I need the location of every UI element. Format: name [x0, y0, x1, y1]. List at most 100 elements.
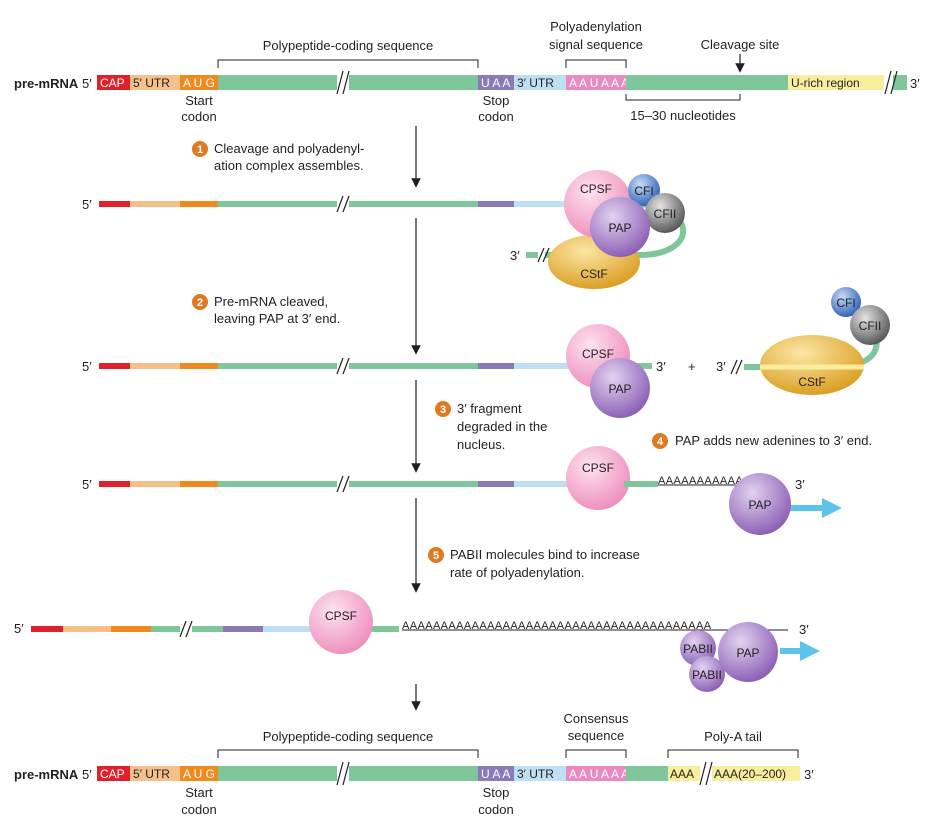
row4-five-prime: 5′	[82, 477, 92, 492]
bottom-premrna: Polypeptide-coding sequence Consensus se…	[14, 711, 814, 817]
top-premrna: pre-mRNA 5′ CAP 5′ UTR A U G U A A 3′ UT…	[14, 19, 920, 124]
svg-text:PAP: PAP	[748, 498, 771, 512]
plus-sign: +	[688, 359, 696, 374]
utr5-label: 5′ UTR	[133, 76, 170, 90]
aauaaa-segment	[566, 766, 626, 781]
cap-label: CAP	[100, 767, 125, 781]
pabii-protein	[689, 656, 725, 692]
utr5-segment	[130, 766, 180, 781]
polya-sequence: AAAAAAAAAAAA	[658, 475, 751, 487]
step-1: 1 Cleavage and polyadenyl- ation complex…	[192, 141, 364, 173]
step-5: 5 PABII molecules bind to increase rate …	[428, 547, 640, 580]
pap-protein	[718, 622, 778, 682]
aauaaa-segment	[566, 75, 626, 90]
polypeptide-coding-label: Polypeptide-coding sequence	[263, 38, 434, 53]
cfi-protein	[831, 287, 861, 317]
uaa-label: U A A	[481, 76, 510, 90]
start-codon-label-2: codon	[181, 109, 216, 124]
extension-arrow	[780, 641, 820, 661]
svg-text:CStF: CStF	[580, 267, 607, 281]
svg-text:CFII: CFII	[654, 207, 677, 221]
row2-five-prime: 5′	[82, 197, 92, 212]
svg-text:3: 3	[440, 404, 446, 416]
stop-codon-label-1: Stop	[483, 93, 510, 108]
row3-three-prime: 3′	[656, 359, 666, 374]
utr3-label: 3′ UTR	[517, 767, 554, 781]
tail-segment	[893, 75, 907, 90]
uaa-label: U A A	[481, 767, 510, 781]
svg-text:CStF: CStF	[798, 375, 825, 389]
urich-label: U-rich region	[791, 76, 860, 90]
cap-segment	[97, 75, 130, 90]
step5-text-1: PABII molecules bind to increase	[450, 547, 640, 562]
row5-pabii-binding: 5′ CPSF AAAAAAAAAAAAAAAAAAAAAAAAAAAAAAAA…	[14, 590, 820, 692]
start-codon-label-1: Start	[185, 93, 213, 108]
five-prime-label: 5′	[82, 767, 92, 782]
row4-polyadenylation: 5′ CPSF AAAAAAAAAAAA 3′ PAP	[82, 446, 842, 535]
svg-text:PAP: PAP	[736, 646, 759, 660]
stop-codon-label-2: codon	[478, 802, 513, 817]
nucleotides-label: 15–30 nucleotides	[630, 108, 736, 123]
step5-badge	[428, 547, 444, 563]
utr5-label: 5′ UTR	[133, 767, 170, 781]
step3-text-2: degraded in the	[457, 419, 547, 434]
aauaaa-label: A A U A A A	[569, 767, 629, 781]
premrna-label: pre-mRNA	[14, 767, 79, 782]
cleavage-site-label: Cleavage site	[701, 37, 780, 52]
row2-complex-assembly: 5′ 3′ CStF CPSF CFI CFII PAP	[82, 170, 687, 289]
start-codon-label-1: Start	[185, 785, 213, 800]
polya-segment-1	[668, 766, 700, 781]
step-3: 3 3′ fragment degraded in the nucleus.	[435, 401, 547, 452]
urich-segment	[788, 75, 884, 90]
utr3-segment	[514, 766, 566, 781]
cfii-protein	[850, 305, 890, 345]
cap-segment	[97, 766, 130, 781]
polyadenylation-signal-label-2: signal sequence	[549, 37, 643, 52]
step3-badge	[435, 401, 451, 417]
utr5-segment	[130, 75, 180, 90]
stop-codon-label-2: codon	[478, 109, 513, 124]
aaa-count-label: AAA(20–200)	[714, 767, 786, 781]
consensus-label-1: Consensus	[563, 711, 629, 726]
cpsf-protein	[309, 590, 373, 654]
step1-text-1: Cleavage and polyadenyl-	[214, 141, 364, 156]
svg-text:5: 5	[433, 550, 439, 562]
uaa-segment	[478, 766, 514, 781]
row5-three-prime: 3′	[799, 622, 809, 637]
row5-five-prime: 5′	[14, 621, 24, 636]
premrna-label: pre-mRNA	[14, 76, 79, 91]
aaa-label: AAA	[670, 767, 694, 781]
three-prime-label: 3′	[910, 76, 920, 91]
start-codon-label-2: codon	[181, 802, 216, 817]
svg-text:PABII: PABII	[683, 642, 713, 656]
row3-cleaved: 5′ CPSF PAP 3′ + 3′ CStF CFI CFII	[82, 287, 890, 418]
row4-three-prime: 3′	[795, 477, 805, 492]
step4-badge	[652, 433, 668, 449]
uaa-segment	[478, 75, 514, 90]
fragment-three-prime: 3′	[716, 359, 726, 374]
step3-text-1: 3′ fragment	[457, 401, 522, 416]
step3-text-3: nucleus.	[457, 437, 505, 452]
step2-text-1: Pre-mRNA cleaved,	[214, 294, 328, 309]
post-signal-segment	[626, 75, 788, 90]
stop-codon-label-1: Stop	[483, 785, 510, 800]
consensus-label-2: sequence	[568, 728, 624, 743]
five-prime-label: 5′	[82, 76, 92, 91]
step1-text-2: ation complex assembles.	[214, 158, 364, 173]
aauaaa-label: A A U A A A	[569, 76, 629, 90]
aug-label: A U G	[183, 767, 215, 781]
svg-text:CPSF: CPSF	[582, 347, 614, 361]
aug-label: A U G	[183, 76, 215, 90]
svg-text:CFII: CFII	[859, 319, 882, 333]
polya-tail-label: Poly-A tail	[704, 729, 762, 744]
cfii-protein	[645, 193, 685, 233]
svg-text:2: 2	[197, 297, 203, 309]
row2-three-prime: 3′	[510, 248, 520, 263]
step4-text-1: PAP adds new adenines to 3′ end.	[675, 433, 872, 448]
svg-text:CPSF: CPSF	[582, 461, 614, 475]
post-signal-segment	[626, 766, 668, 781]
aug-segment	[180, 766, 218, 781]
polyadenylation-signal-label-1: Polyadenylation	[550, 19, 642, 34]
